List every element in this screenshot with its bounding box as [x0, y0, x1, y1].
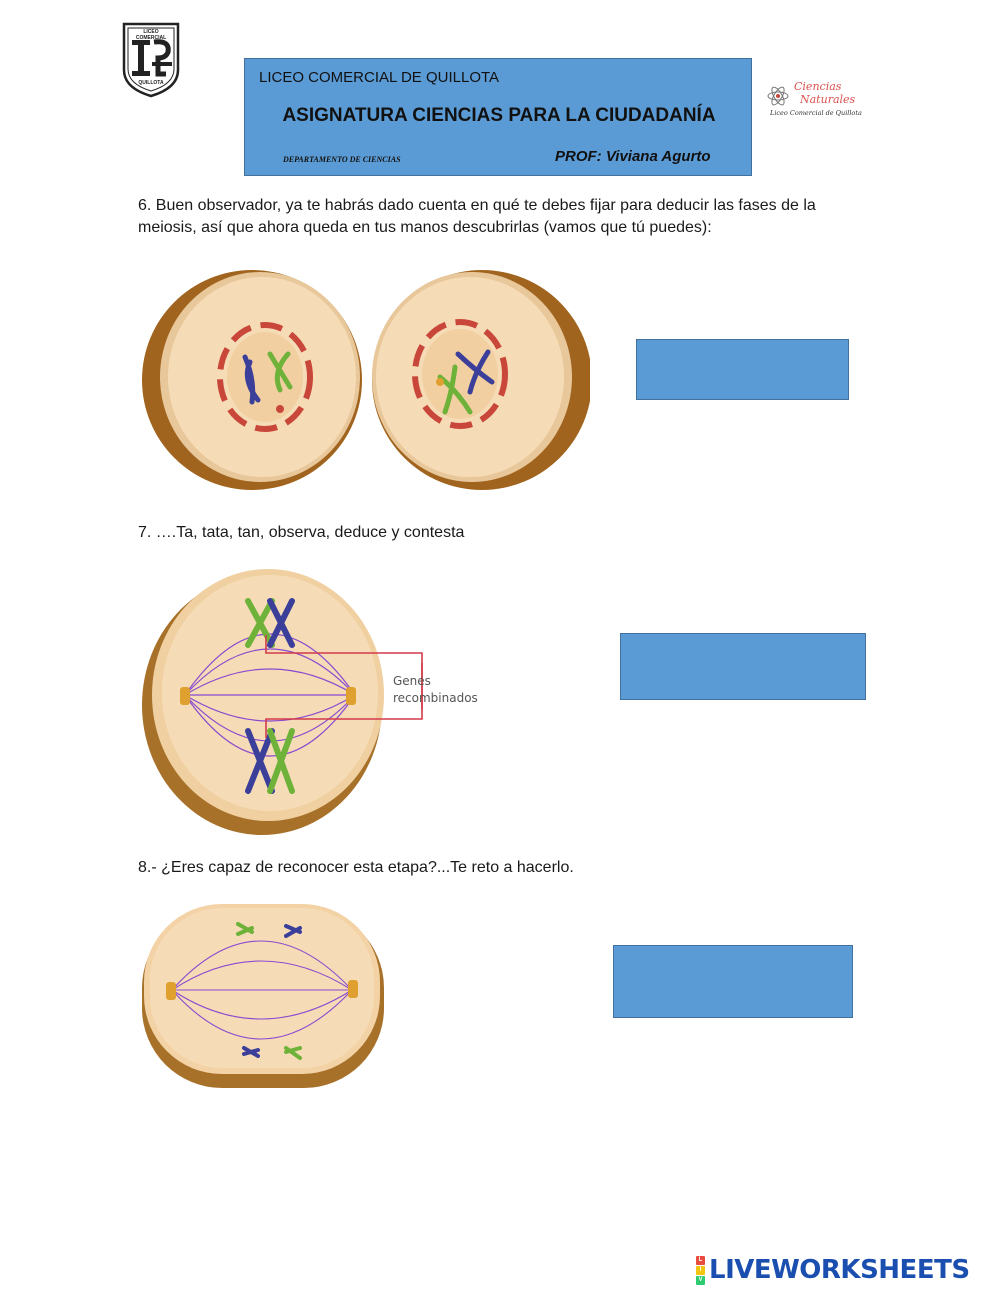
answer-box-question-6[interactable]	[636, 339, 849, 400]
header-department: DEPARTAMENTO DE CIENCIAS	[283, 155, 401, 164]
school-crest-logo: LICEO COMERCIAL QUILLOTA	[118, 18, 184, 98]
question-7-figure	[142, 569, 423, 835]
tile-v: V	[696, 1275, 705, 1285]
cell-2	[372, 270, 590, 490]
tile-l: L	[696, 1255, 705, 1265]
school-crest-text-bottom: QUILLOTA	[138, 80, 164, 86]
question-8-figure	[142, 904, 384, 1088]
header-teacher: PROF: Viviana Agurto	[555, 148, 711, 165]
figure-label-recombinados: recombinados	[393, 691, 478, 705]
cell-1	[142, 270, 362, 490]
dept-logo-line1: Ciencias	[794, 80, 842, 93]
header-school-name: LICEO COMERCIAL DE QUILLOTA	[259, 69, 500, 86]
liveworksheets-wordmark: LIVEWORKSHEETS	[709, 1255, 970, 1285]
school-crest-text-top: LICEO COMERCIAL	[135, 29, 167, 41]
dept-logo-line3: Liceo Comercial de Quillota	[770, 109, 862, 117]
question-6-text: 6. Buen observador, ya te habrás dado cu…	[138, 197, 816, 236]
question-8-text: 8.- ¿Eres capaz de reconocer esta etapa?…	[138, 859, 574, 876]
liveworksheets-tiles-icon: L I V	[696, 1255, 705, 1285]
worksheet-header: LICEO COMERCIAL DE QUILLOTA ASIGNATURA C…	[244, 58, 752, 176]
ciencias-naturales-logo: Ciencias Naturales Liceo Comercial de Qu…	[766, 78, 862, 124]
atom-icon	[767, 86, 789, 106]
question-6-figure	[142, 270, 590, 490]
header-subject: ASIGNATURA CIENCIAS PARA LA CIUDADANÍA	[282, 105, 716, 126]
answer-box-question-8[interactable]	[613, 945, 853, 1018]
figure-label-genes: Genes	[393, 674, 431, 688]
tile-i: I	[696, 1265, 705, 1275]
answer-box-question-7[interactable]	[620, 633, 866, 700]
dept-logo-line2: Naturales	[800, 93, 856, 106]
liveworksheets-logo[interactable]: L I V LIVEWORKSHEETS	[696, 1253, 970, 1287]
question-7-text: 7. ….Ta, tata, tan, observa, deduce y co…	[138, 524, 465, 541]
